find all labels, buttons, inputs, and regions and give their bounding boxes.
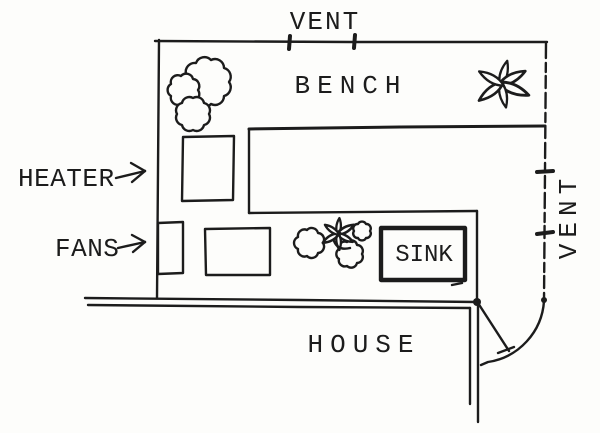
house-label: HOUSE — [307, 330, 420, 360]
sink-box — [378, 225, 468, 283]
top-wall — [153, 39, 549, 44]
door-leaf — [476, 301, 511, 353]
door-leaf-end-tick — [496, 345, 516, 355]
vent-tick-icon — [535, 230, 555, 236]
bench-front-line — [247, 124, 547, 131]
flower-plant-icon — [475, 58, 532, 110]
bench-label: BENCH — [294, 71, 407, 101]
heater-box — [180, 134, 236, 203]
stray-mark — [450, 281, 464, 287]
door-swing-arc — [479, 299, 546, 367]
fans-label: FANS — [55, 234, 119, 264]
plant-tendril — [332, 239, 352, 250]
small-box — [203, 226, 272, 277]
vent-right-label: VENT — [554, 173, 584, 259]
aisle-plant-icon — [292, 216, 372, 269]
house-wall-outer — [83, 296, 479, 304]
heater-arrow-icon — [114, 161, 147, 184]
vent-tick-icon — [287, 34, 292, 51]
bush-plant-icon — [166, 55, 232, 133]
house-wall-inner — [86, 303, 472, 310]
sink-label: SINK — [395, 242, 453, 269]
vent-tick-icon — [352, 33, 357, 50]
fans-box — [156, 220, 185, 276]
vent-top-label: VENT — [290, 7, 360, 37]
center-bench-line — [247, 209, 479, 215]
heater-label: HEATER — [18, 164, 115, 194]
fans-arrow-icon — [116, 233, 147, 254]
vent-tick-icon — [535, 169, 555, 174]
